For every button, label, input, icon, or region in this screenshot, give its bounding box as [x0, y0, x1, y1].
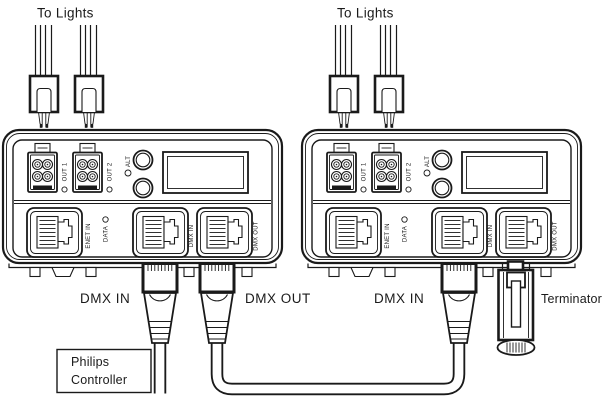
- out2-led-icon: [106, 186, 113, 193]
- to-lights-label-right: To Lights: [337, 6, 394, 21]
- alt-led-icon: [124, 169, 132, 177]
- controller-box-line1: Philips: [71, 355, 109, 369]
- alt-label: ALT: [126, 156, 132, 167]
- right-device: OUT 1 OUT 2 ALT ENET IN DATA DMX IN DMX …: [300, 128, 583, 278]
- lights-cable-connector: [328, 23, 360, 130]
- data-led-icon: [401, 216, 408, 223]
- section-divider: [313, 200, 570, 204]
- lights-cables-right: [328, 23, 405, 130]
- alt-led-icon: [423, 169, 431, 177]
- dmx-out-plug-left: [198, 262, 236, 345]
- knurl-ridges: [506, 342, 526, 353]
- out2-led-icon: [405, 186, 412, 193]
- dmx-out-port-label: DMX OUT: [553, 221, 559, 251]
- dmx-out-cable-label-left: DMX OUT: [245, 291, 311, 306]
- lights-cable-connector: [73, 23, 105, 130]
- terminator-label: Terminator: [541, 292, 602, 306]
- left-device: OUT 1 OUT 2 ALT ENET IN DATA DMX IN DMX …: [1, 128, 284, 278]
- display: [461, 151, 548, 194]
- dmx-in-port-label: DMX IN: [189, 225, 195, 248]
- dmx-in-port-label: DMX IN: [488, 225, 494, 248]
- out1-label: OUT 1: [362, 162, 368, 181]
- dmx-out-port-label: DMX OUT: [254, 221, 260, 251]
- lights-cables-left: [28, 23, 105, 130]
- alt-label: ALT: [425, 156, 431, 167]
- out1-led-icon: [61, 186, 68, 193]
- enet-in-label: ENET IN: [385, 223, 391, 248]
- enet-in-label: ENET IN: [86, 223, 92, 248]
- lights-cable-connector: [373, 23, 405, 130]
- enet-in-jack: [26, 207, 83, 258]
- dmx-in-jack: [132, 207, 189, 258]
- dmx-out-jack: [196, 207, 253, 258]
- dmx-in-jack: [431, 207, 488, 258]
- controller-box-line2: Controller: [71, 373, 127, 387]
- data-label: DATA: [403, 226, 409, 242]
- dmx-out-jack: [495, 207, 552, 258]
- out2-label: OUT 2: [407, 162, 413, 181]
- data-led-icon: [102, 216, 109, 223]
- dmx-in-cable-label-left: DMX IN: [80, 291, 130, 306]
- terminator-plug: [496, 260, 536, 356]
- display: [162, 151, 249, 194]
- dmx-crossover-cable: [210, 340, 466, 396]
- push-button-bottom: [132, 177, 154, 199]
- dmx-in-plug-right: [440, 262, 478, 345]
- philips-controller-box: Philips Controller: [56, 348, 152, 394]
- dmx-in-cable-label-right: DMX IN: [374, 291, 424, 306]
- enet-in-jack: [325, 207, 382, 258]
- out2-label: OUT 2: [108, 162, 114, 181]
- section-divider: [14, 200, 271, 204]
- out1-led-icon: [360, 186, 367, 193]
- push-button-top: [132, 149, 154, 171]
- out1-label: OUT 1: [63, 162, 69, 181]
- data-label: DATA: [104, 226, 110, 242]
- push-button-bottom: [431, 177, 453, 199]
- dmx-in-plug-left: [141, 262, 179, 345]
- lights-cable-connector: [28, 23, 60, 130]
- to-lights-label-left: To Lights: [37, 6, 94, 21]
- push-button-top: [431, 149, 453, 171]
